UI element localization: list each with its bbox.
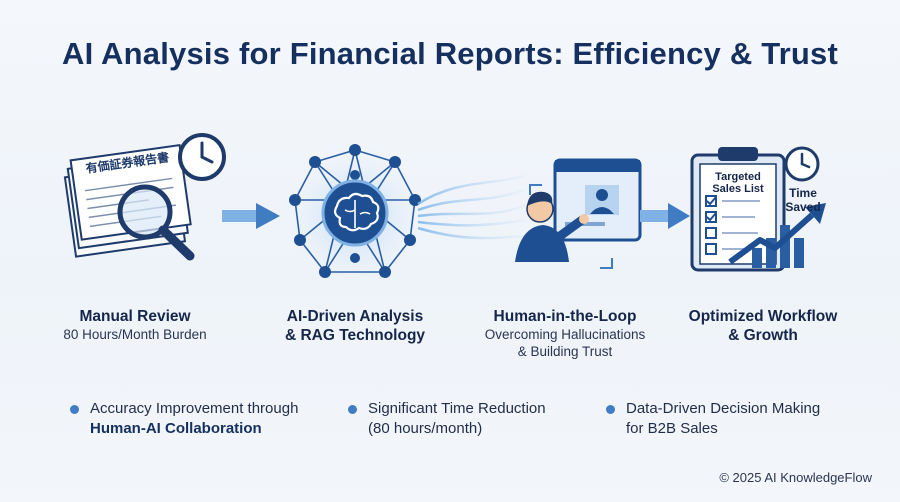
stage-heading-line2: & Growth [728, 327, 798, 344]
time-saved-line1: Time [789, 186, 817, 200]
stage-optimized-workflow: Optimized Workflow & Growth [673, 307, 853, 345]
stage-human-in-the-loop: Human-in-the-Loop Overcoming Hallucinati… [470, 307, 660, 360]
stage-heading: AI-Driven Analysis [286, 308, 424, 325]
bullet-time-reduction: Significant Time Reduction (80 hours/mon… [348, 399, 588, 439]
flow-illustration: 有価証券報告書 [63, 133, 826, 287]
page-title: AI Analysis for Financial Reports: Effic… [61, 36, 839, 71]
stage-subtitle: Overcoming Hallucinations [484, 327, 646, 342]
bullet-data-driven: Data-Driven Decision Making for B2B Sale… [606, 399, 856, 439]
stage-heading: Human-in-the-Loop [493, 308, 637, 325]
bullet-accuracy: Accuracy Improvement through Human-AI Co… [70, 399, 340, 439]
bullet-text: Accuracy Improvement through [90, 400, 299, 417]
stage-ai-analysis: AI-Driven Analysis & RAG Technology [265, 307, 445, 345]
clipboard-title-line2: Sales List [712, 183, 764, 195]
bullet-text: Data-Driven Decision Making [626, 400, 821, 417]
stage-subtitle-line2: & Building Trust [517, 344, 613, 359]
document-magnifier-icon: 有価証券報告書 [63, 143, 195, 261]
person-screen-icon [515, 158, 642, 269]
arrow-1 [222, 203, 280, 229]
bullet-dot [606, 405, 615, 414]
bullet-dot [70, 405, 79, 414]
clock-icon [178, 133, 226, 181]
stage-manual-review: Manual Review 80 Hours/Month Burden [50, 307, 220, 343]
data-stream [417, 174, 526, 240]
time-saved-line2: Saved [785, 200, 820, 214]
clipboard-growth-icon [690, 147, 826, 272]
copyright-footer: © 2025 AI KnowledgeFlow [719, 470, 872, 485]
time-saved-clock-icon [784, 146, 820, 182]
bullet-text-line2: for B2B Sales [626, 420, 718, 437]
clipboard-title-line1: Targeted [715, 171, 761, 183]
bullet-text-line2: (80 hours/month) [368, 420, 483, 437]
bullet-dot [348, 405, 357, 414]
brain-network-icon [283, 143, 427, 287]
stage-subtitle: 80 Hours/Month Burden [63, 327, 207, 342]
stage-heading: Manual Review [79, 308, 191, 325]
stage-heading-line2: & RAG Technology [284, 327, 426, 344]
bullet-text: Significant Time Reduction [368, 400, 546, 417]
stage-heading: Optimized Workflow [688, 308, 838, 325]
bullet-bold-text: Human-AI Collaboration [90, 420, 262, 437]
arrow-2 [640, 203, 690, 229]
